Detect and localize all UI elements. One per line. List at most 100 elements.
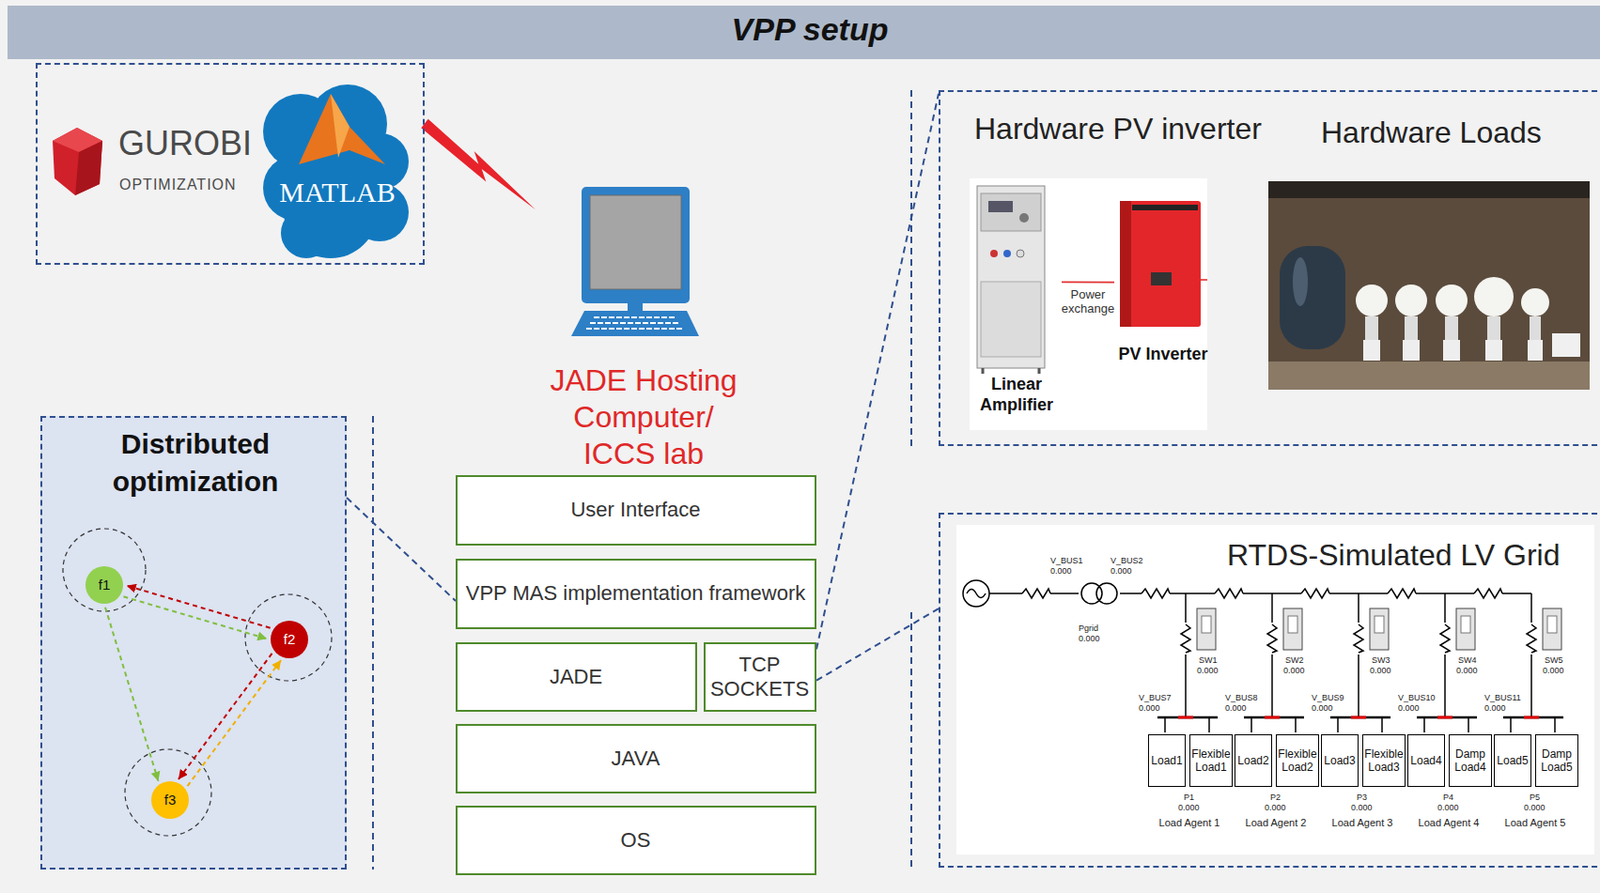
- device-label: PV Inverter: [1114, 344, 1212, 366]
- agent-circle: f3: [151, 781, 189, 820]
- switch-name: SW5: [1544, 655, 1564, 667]
- meter-reading: 0.000: [1398, 703, 1420, 715]
- layer-name: VPP MAS implementation framework: [459, 581, 812, 606]
- power-meter-name: P5: [1529, 792, 1540, 804]
- load-name: Load3: [1322, 754, 1357, 768]
- load-name: Load4: [1409, 754, 1444, 768]
- agent-label: Load Agent 1: [1148, 817, 1231, 830]
- layer-name: OS: [459, 828, 812, 854]
- bus-voltage-name: V_BUS11: [1484, 693, 1522, 704]
- hardware-panel: Hardware PV inverterHardware LoadsLinear…: [938, 90, 1600, 447]
- meter-reading: 0.000: [1369, 666, 1392, 677]
- lightning-link: [420, 119, 536, 210]
- stack-layer: JAVA: [455, 724, 817, 794]
- agent-label: Load Agent 2: [1234, 817, 1318, 830]
- diagram-title: VPP setup: [574, 10, 1045, 48]
- power-meter-name: P1: [1183, 792, 1195, 804]
- agent-label: Load Agent 3: [1320, 817, 1404, 830]
- logo-panel: GUROBIOPTIMIZATIONMATLAB: [35, 62, 425, 265]
- stack-layer: User Interface: [455, 475, 817, 546]
- agent-name: f2: [272, 631, 307, 649]
- edge-label: Power exchange: [1057, 287, 1119, 316]
- load-box: Flexible Load3: [1362, 734, 1406, 788]
- agent-name: f1: [87, 576, 122, 594]
- load-box: Load1: [1148, 734, 1186, 788]
- inverter-device: PV Inverter: [1114, 194, 1212, 378]
- power-meter-name: P4: [1443, 792, 1454, 804]
- link-line: [816, 608, 939, 682]
- agent-ring: [62, 528, 332, 837]
- meter-reading: 0.000: [1138, 703, 1161, 715]
- meter-reading: 0.000: [1050, 566, 1072, 577]
- message-arrow: [187, 660, 282, 787]
- meter-reading: 0.000: [1437, 803, 1460, 814]
- meter-reading: 0.000: [1178, 803, 1200, 814]
- panel-heading: RTDS-Simulated LV Grid: [1227, 537, 1594, 574]
- grid-schematic: [956, 525, 1595, 855]
- bus-voltage-name: V_BUS1: [1050, 556, 1084, 567]
- link-line: [346, 497, 456, 602]
- load-name: Damp Load4: [1450, 747, 1491, 775]
- gurobi-logo: [52, 127, 103, 196]
- panel-heading: Distributed optimization: [63, 425, 327, 501]
- agent-label: Load Agent 5: [1493, 817, 1577, 830]
- hardware-photo: [969, 178, 1208, 431]
- panel-heading: Hardware Loads: [1320, 114, 1585, 151]
- switch-name: SW3: [1371, 655, 1391, 667]
- bus-voltage-name: V_BUS7: [1138, 693, 1172, 704]
- stack-layer: TCP SOCKETS: [703, 642, 817, 713]
- load-box: Load3: [1320, 734, 1359, 788]
- host-computer: JADE Hosting Computer/ ICCS lab: [535, 180, 752, 474]
- meter-reading: 0.000: [1484, 703, 1507, 715]
- load-box: Load5: [1493, 734, 1532, 788]
- load-name: Load5: [1495, 754, 1530, 768]
- meter-reading: 0.000: [1110, 566, 1133, 577]
- load-name: Flexible Load2: [1277, 747, 1318, 775]
- bracket-line: [372, 90, 912, 870]
- switch-name: SW4: [1458, 655, 1477, 667]
- load-name: Load1: [1149, 754, 1184, 768]
- stack-layer: OS: [455, 806, 817, 876]
- meter-reading: 0.000: [1456, 666, 1478, 677]
- load-box: Damp Load5: [1535, 734, 1579, 788]
- meter-reading: 0.000: [1311, 703, 1334, 715]
- loads-photo: [1268, 181, 1590, 390]
- grid-panel: RTDS-Simulated LV GridLoad1 Flexible Load…: [938, 512, 1600, 869]
- layer-name: JAVA: [459, 746, 812, 772]
- message-arrow: [105, 607, 159, 782]
- title-band: [7, 5, 1600, 60]
- load-name: Damp Load5: [1537, 747, 1577, 775]
- meter-reading: 0.000: [1523, 803, 1546, 814]
- layer-name: TCP SOCKETS: [707, 652, 812, 702]
- agent-circle: f2: [270, 621, 309, 659]
- load-name: Flexible Load1: [1191, 747, 1231, 775]
- meter-reading: 0.000: [1225, 703, 1247, 715]
- switch-name: SW1: [1198, 655, 1218, 667]
- bus-voltage-name: V_BUS9: [1311, 693, 1345, 704]
- load-box: Flexible Load1: [1189, 734, 1233, 788]
- message-arrow: [123, 596, 267, 639]
- device-label: Linear Amplifier: [971, 373, 1062, 416]
- agent-name: f3: [153, 792, 187, 809]
- agent-circle: f1: [85, 566, 124, 605]
- amplifier-device: Linear Amplifier: [971, 182, 1062, 433]
- bus-voltage-name: V_BUS2: [1110, 556, 1144, 567]
- meter-reading: 0.000: [1078, 634, 1101, 645]
- link-line: [816, 93, 939, 651]
- link-line: [1061, 281, 1115, 284]
- logo-wordmark: MATLAB: [271, 175, 404, 210]
- bus-voltage-name: V_BUS10: [1398, 693, 1436, 704]
- panel-heading: Hardware PV inverter: [974, 110, 1313, 147]
- host-label: JADE Hosting Computer/ ICCS lab: [541, 362, 746, 473]
- power-meter-name: P3: [1356, 792, 1367, 804]
- computer-icon: [571, 186, 700, 337]
- load-box: Damp Load4: [1448, 734, 1492, 788]
- load-name: Flexible Load3: [1364, 747, 1404, 775]
- bus-voltage-name: V_BUS8: [1225, 693, 1259, 704]
- layer-name: User Interface: [459, 497, 812, 523]
- load-box: Flexible Load2: [1275, 734, 1320, 788]
- stack-layer: VPP MAS implementation framework: [455, 559, 817, 630]
- load-name: Load2: [1236, 754, 1271, 768]
- logo-wordmark: GUROBI: [118, 123, 288, 164]
- stack-layer: JADE: [455, 642, 698, 713]
